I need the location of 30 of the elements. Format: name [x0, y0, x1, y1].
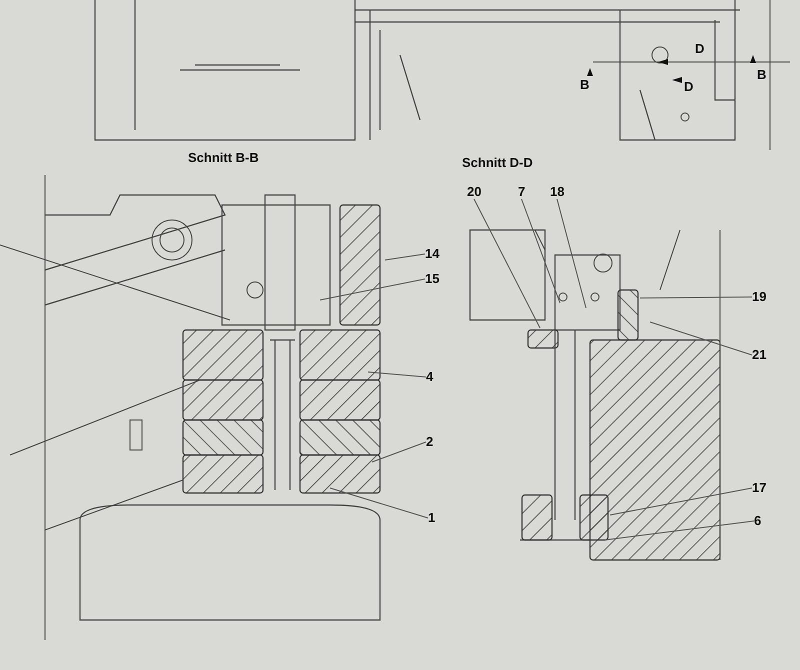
section-mark-letter: D [684, 80, 694, 94]
leader-line [521, 198, 560, 304]
section-mark-letter: B [580, 78, 590, 92]
callout-number: 19 [752, 290, 766, 304]
callout-number: 20 [467, 185, 482, 199]
leader-line [474, 198, 540, 328]
callout-number: 4 [426, 370, 434, 384]
view-title: Schnitt D-D [462, 156, 533, 170]
leader-line [650, 322, 752, 356]
leader-line [320, 278, 426, 300]
callout-number: 14 [425, 247, 440, 261]
leader-line [330, 488, 428, 518]
callout-number: 15 [425, 272, 440, 286]
view-title: Schnitt B-B [188, 151, 259, 165]
callout-number: 21 [752, 348, 766, 362]
callout-number: 1 [428, 511, 436, 525]
section-mark-letter: B [757, 68, 766, 82]
leader-line [384, 254, 426, 260]
callout-number: 18 [550, 185, 564, 199]
callout-number: 6 [754, 514, 762, 528]
leader-line [556, 198, 586, 308]
callout-number: 2 [426, 435, 434, 449]
callout-number: 7 [518, 185, 526, 199]
section-mark-letter: D [695, 42, 704, 56]
callout-number: 17 [752, 481, 766, 495]
leader-line [368, 372, 426, 378]
leader-line [372, 442, 426, 462]
leader-line [640, 296, 752, 298]
leader-line [610, 488, 752, 516]
leader-line [604, 520, 754, 540]
